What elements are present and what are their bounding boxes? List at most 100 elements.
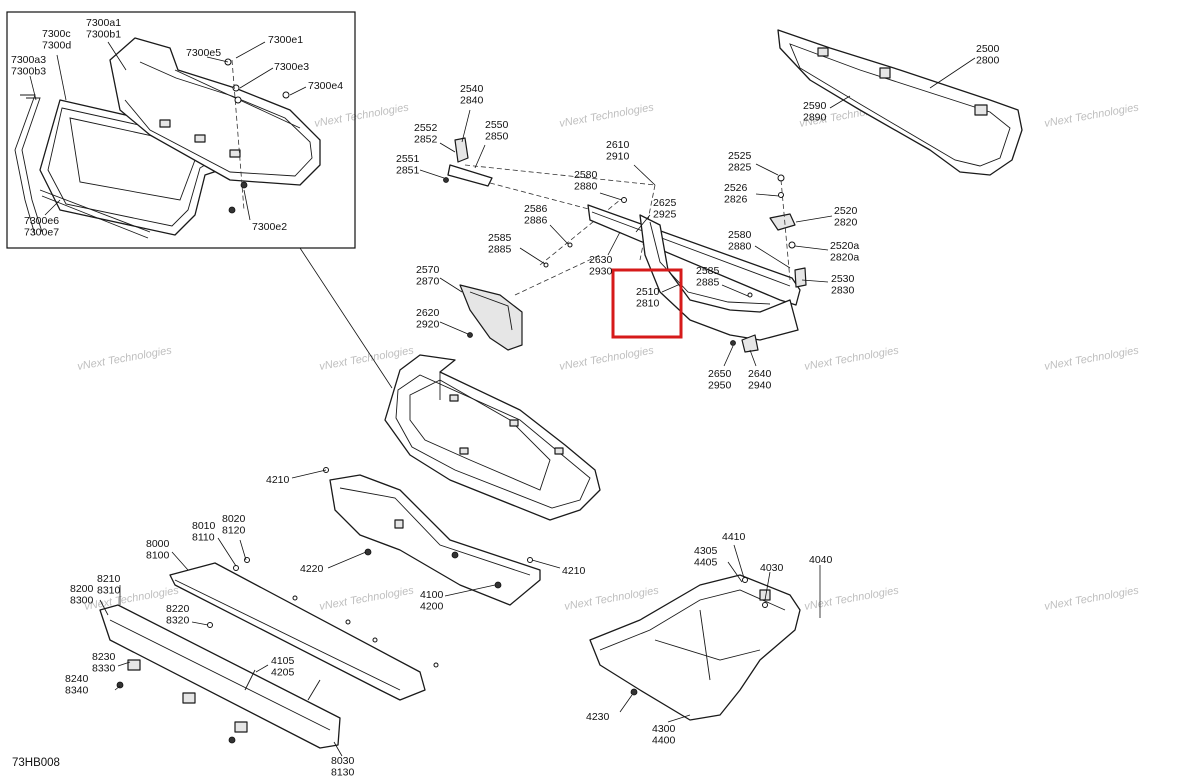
part-number: 2586 — [524, 203, 548, 215]
part-label-4230[interactable]: 4230 — [586, 711, 610, 723]
part-number: 2885 — [696, 277, 720, 289]
leader-lines — [99, 57, 976, 757]
part-number: 8310 — [97, 585, 121, 597]
hinge-bracket — [454, 137, 469, 163]
center-door-panel — [384, 354, 601, 521]
part-number: 2840 — [460, 95, 484, 107]
part-number: 4030 — [760, 562, 784, 574]
part-number: 7300e7 — [24, 227, 59, 239]
part-number: 8230 — [92, 651, 116, 663]
part-number: 7300a3 — [11, 54, 46, 66]
part-number: 8330 — [92, 663, 116, 675]
lower-right-skid-plate — [589, 574, 801, 721]
part-number: 2610 — [606, 139, 630, 151]
watermark: vNext Technologies — [558, 344, 655, 373]
part-number: 2925 — [653, 209, 677, 221]
part-label-7300e1[interactable]: 7300e1 — [268, 34, 303, 46]
part-number: 8100 — [146, 550, 170, 562]
part-label-7300e4[interactable]: 7300e4 — [308, 80, 343, 92]
part-label-4030[interactable]: 4030 — [760, 562, 784, 574]
part-number: 7300b3 — [11, 66, 46, 78]
part-label-4210-right[interactable]: 4210 — [562, 565, 586, 577]
part-label-4220[interactable]: 4220 — [300, 563, 324, 575]
part-number: 2570 — [416, 264, 440, 276]
part-number: 8220 — [166, 603, 190, 615]
part-label-4040[interactable]: 4040 — [809, 554, 833, 566]
part-label-7300e3[interactable]: 7300e3 — [274, 61, 309, 73]
part-number: 2870 — [416, 276, 440, 288]
watermark: vNext Technologies — [803, 584, 900, 613]
part-number: 8320 — [166, 615, 190, 627]
part-label-7300e5[interactable]: 7300e5 — [186, 47, 221, 59]
part-number: 4100 — [420, 589, 444, 601]
part-number: 2580 — [728, 229, 752, 241]
part-label-7300e2[interactable]: 7300e2 — [252, 221, 287, 233]
hinge-plate — [447, 164, 493, 187]
highlight-box[interactable] — [611, 268, 683, 339]
part-number: 2550 — [485, 119, 509, 131]
part-number: 7300e4 — [308, 80, 343, 92]
part-number: 2885 — [488, 244, 512, 256]
part-number: 8010 — [192, 520, 216, 532]
watermark: vNext Technologies — [558, 101, 655, 130]
striker-bracket — [459, 284, 523, 351]
part-number: 2880 — [728, 241, 752, 253]
part-number: 8000 — [146, 538, 170, 550]
part-number: 7300d — [42, 40, 71, 52]
part-label-4410[interactable]: 4410 — [722, 531, 746, 543]
part-number: 7300e5 — [186, 47, 221, 59]
part-label-4210-left[interactable]: 4210 — [266, 474, 290, 486]
part-number: 4040 — [809, 554, 833, 566]
watermark: vNext Technologies — [563, 584, 660, 613]
part-number: 2552 — [414, 122, 438, 134]
part-number: 7300e1 — [268, 34, 303, 46]
part-number: 8210 — [97, 573, 121, 585]
part-number: 2830 — [831, 285, 855, 297]
part-number: 8110 — [192, 532, 215, 544]
part-number: 7300e6 — [24, 215, 59, 227]
upper-door-panel — [777, 29, 1023, 176]
